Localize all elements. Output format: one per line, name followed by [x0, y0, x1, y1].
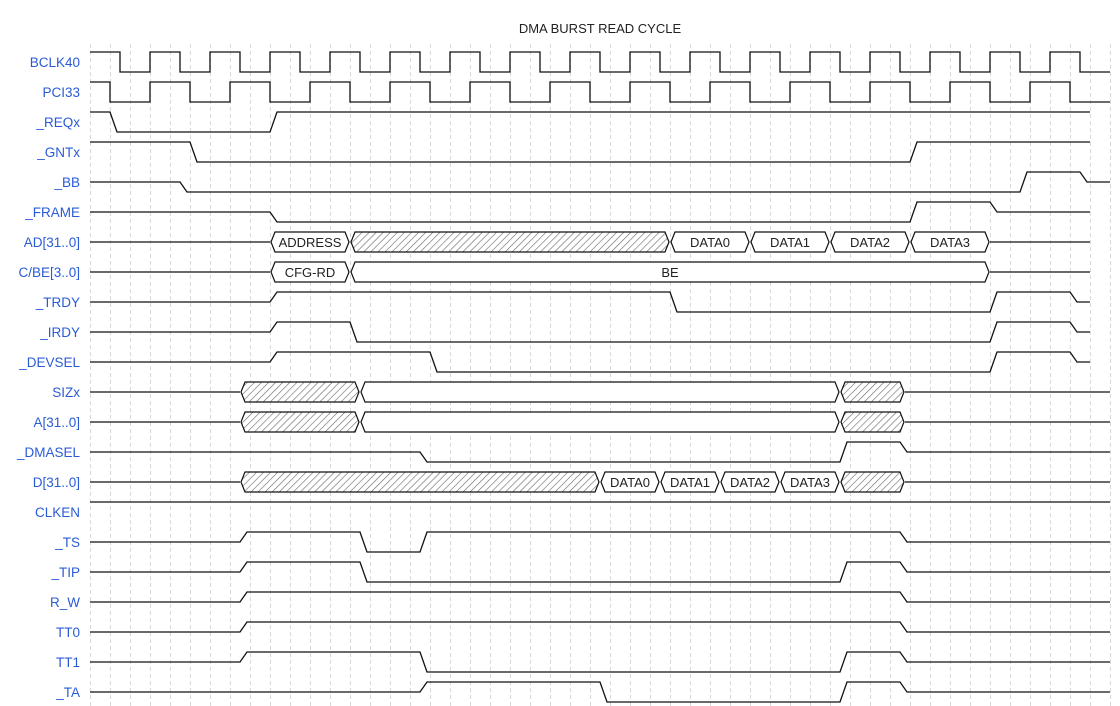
signal-label: _BB — [53, 175, 80, 190]
bus-data-segment — [780, 471, 840, 493]
bus-undefined-segment — [240, 381, 360, 403]
signal-waveform — [90, 321, 1090, 343]
bus-value-label: DATA2 — [730, 475, 770, 490]
signal-row: _REQx — [35, 111, 1090, 133]
signal-row: AD[31..0] ADDRESS DATA0 DATA1 DATA2 DATA3 — [24, 231, 1090, 253]
bus-value-label: ADDRESS — [279, 235, 342, 250]
bus-data-segment — [600, 471, 660, 493]
signal-row: SIZx — [52, 381, 1110, 403]
signal-row: R_W — [50, 591, 1110, 610]
signal-label: _GNTx — [36, 145, 80, 160]
signal-row: _DEVSEL — [18, 351, 1090, 373]
signal-row: _IRDY — [39, 321, 1090, 343]
signal-label: BCLK40 — [30, 55, 80, 70]
signal-row: TT1 — [56, 651, 1110, 673]
bus-data-segment — [750, 231, 830, 253]
bus-value-label: DATA1 — [770, 235, 810, 250]
bus-value-label: DATA0 — [610, 475, 650, 490]
signal-row: BCLK40 — [30, 51, 1110, 73]
signal-row: _TS — [54, 531, 1110, 553]
signal-label: _TRDY — [35, 295, 80, 310]
bus-data-segment — [910, 231, 990, 253]
bus-data-segment — [270, 261, 350, 283]
signal-row: PCI33 — [42, 81, 1110, 103]
signal-label: _TS — [54, 535, 80, 550]
signal-label: TT1 — [56, 655, 80, 670]
signal-row: A[31..0] — [33, 411, 1110, 433]
signal-waveform — [90, 561, 1110, 583]
time-grid — [90, 44, 1111, 706]
signal-label: AD[31..0] — [24, 235, 80, 250]
bus-undefined-segment — [350, 231, 670, 253]
signal-waveform — [90, 171, 1110, 193]
signal-waveform — [90, 621, 1110, 633]
signal-label: _REQx — [35, 115, 80, 130]
signal-row: _TA — [55, 681, 1110, 703]
signal-waveform — [90, 651, 1110, 673]
signal-row: _BB — [53, 171, 1110, 193]
bus-undefined-segment — [240, 411, 360, 433]
signal-rows: BCLK40PCI33_REQx_GNTx_BB_FRAMEAD[31..0]A… — [16, 51, 1110, 703]
bus-data-segment — [830, 231, 910, 253]
bus-undefined-segment — [240, 471, 600, 493]
signal-waveform — [90, 441, 1110, 463]
bus-data-segment — [350, 261, 990, 283]
signal-row: _DMASEL — [16, 441, 1110, 463]
signal-label: TT0 — [56, 625, 80, 640]
signal-label: _TA — [55, 685, 80, 700]
bus-value-label: DATA0 — [690, 235, 730, 250]
clock-waveform — [90, 81, 1110, 103]
signal-row: D[31..0] DATA0 DATA1 DATA2 DATA3 — [33, 471, 1110, 493]
signal-waveform — [90, 681, 1110, 703]
bus-value-label: DATA3 — [930, 235, 970, 250]
bus-data-segment — [670, 231, 750, 253]
signal-row: TT0 — [56, 621, 1110, 640]
bus-data-segment — [270, 231, 350, 253]
clock-waveform — [90, 51, 1110, 73]
bus-value-label: BE — [661, 265, 679, 280]
signal-label: C/BE[3..0] — [18, 265, 80, 280]
signal-label: SIZx — [52, 385, 80, 400]
signal-waveform — [90, 351, 1090, 373]
signal-label: PCI33 — [42, 85, 80, 100]
signal-waveform — [90, 111, 1090, 133]
signal-label: _TIP — [50, 565, 80, 580]
bus-value-label: DATA2 — [850, 235, 890, 250]
bus-value-label: DATA1 — [670, 475, 710, 490]
bus-data-segment — [360, 411, 840, 433]
signal-waveform — [90, 531, 1110, 553]
signal-label: _DMASEL — [16, 445, 81, 460]
signal-label: D[31..0] — [33, 475, 80, 490]
bus-undefined-segment — [840, 381, 905, 403]
signal-label: CLKEN — [35, 505, 80, 520]
signal-label: _IRDY — [39, 325, 80, 340]
bus-undefined-segment — [840, 471, 905, 493]
bus-data-segment — [660, 471, 720, 493]
signal-row: _TRDY — [35, 291, 1090, 313]
signal-waveform — [90, 291, 1090, 313]
signal-row: _FRAME — [24, 201, 1090, 223]
signal-row: C/BE[3..0] CFG-RD BE — [18, 261, 1090, 283]
signal-waveform — [90, 141, 1090, 163]
signal-row: _TIP — [50, 561, 1110, 583]
signal-row: CLKEN — [35, 501, 1110, 520]
diagram-title: DMA BURST READ CYCLE — [519, 21, 682, 36]
bus-data-segment — [720, 471, 780, 493]
bus-value-label: DATA3 — [790, 475, 830, 490]
signal-row: _GNTx — [36, 141, 1090, 163]
signal-label: A[31..0] — [33, 415, 80, 430]
bus-undefined-segment — [840, 411, 905, 433]
signal-waveform — [90, 591, 1110, 603]
bus-data-segment — [360, 381, 840, 403]
signal-label: _DEVSEL — [18, 355, 80, 370]
signal-waveform — [90, 201, 1090, 223]
signal-label: R_W — [50, 595, 80, 610]
signal-label: _FRAME — [24, 205, 80, 220]
bus-value-label: CFG-RD — [285, 265, 336, 280]
